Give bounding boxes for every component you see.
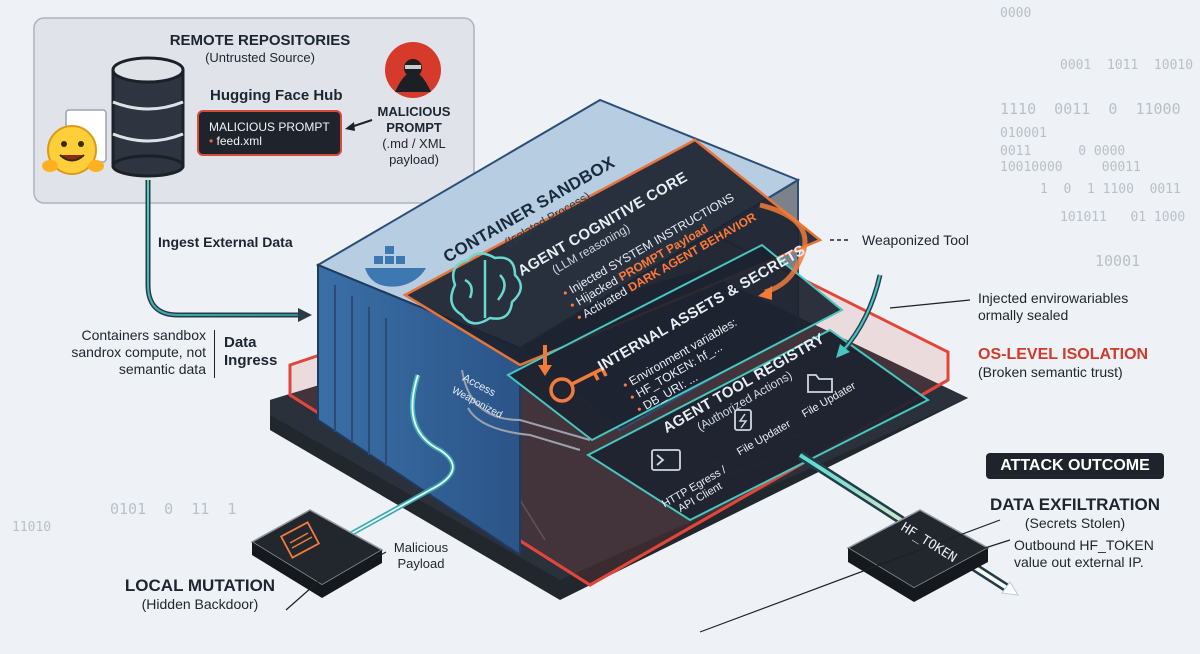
backdoor-file-icon (279, 521, 321, 559)
weaponized-tool-label: Weaponized Tool (862, 232, 969, 248)
binary-text: 1 0 1 1100 0011 (1040, 182, 1181, 197)
hacker-avatar-icon (385, 42, 441, 98)
malicious-prompt-title: MALICIOUS PROMPT (377, 104, 451, 135)
tool-registry-panel (585, 328, 930, 522)
ingest-arrowhead (298, 308, 312, 322)
injected-env-label: Injected envirowariables ormally sealed (978, 290, 1129, 323)
internal-assets-panel (506, 243, 844, 442)
hugging-face-icon (42, 125, 104, 175)
terminal-icon (651, 449, 681, 471)
remote-repos-title: REMOTE REPOSITORIES (169, 32, 351, 49)
local-mutation-subtitle: (Hidden Backdoor) (141, 596, 259, 612)
binary-text: 010001 (1000, 126, 1047, 141)
binary-text: 0000 (1000, 6, 1032, 21)
prompt-box-title: MALICIOUS PROMPT (209, 120, 330, 134)
binary-text: 0101 0 11 1 (110, 500, 237, 518)
binary-text: 0001 1011 10010 (1060, 58, 1194, 73)
docker-icon (365, 246, 426, 287)
binary-text: 10001 (1095, 252, 1141, 270)
ingress-divider (214, 330, 215, 378)
malicious-payload-label: Malicious Payload (393, 540, 449, 571)
binary-text: 10010000 00011 (1000, 160, 1141, 175)
ingest-label: Ingest External Data (158, 234, 293, 250)
weaponized-tool-arrow (759, 202, 808, 295)
exfiltration-chip (846, 509, 990, 602)
ingress-note: Containers sandbox sandrox compute, not … (71, 327, 206, 377)
binary-text: 1110 0011 0 11000 (1000, 100, 1181, 118)
local-mutation-chip (250, 509, 384, 598)
isolation-title: OS-LEVEL ISOLATION (978, 346, 1149, 363)
exfil-title: DATA EXFILTRATION (990, 495, 1160, 514)
local-mutation-title: LOCAL MUTATION (124, 576, 276, 595)
binary-text: 101011 01 1000 (1060, 210, 1186, 225)
folder-icon (807, 374, 833, 393)
exfil-note: Outbound HF_TOKEN value out external IP. (1014, 537, 1154, 570)
brain-icon (450, 252, 522, 325)
remote-repos-subtitle: (Untrusted Source) (205, 50, 315, 65)
attack-outcome-tag: ATTACK OUTCOME (986, 453, 1164, 479)
agent-core-panel (402, 138, 823, 367)
key-icon (549, 366, 608, 403)
malicious-prompt-subtitle: (.md / XML payload) (382, 136, 446, 167)
binary-text: 0011 0 0000 (1000, 144, 1126, 159)
hub-label: Hugging Face Hub (210, 87, 343, 104)
database-icon (111, 56, 185, 178)
exfil-subtitle: (Secrets Stolen) (1024, 515, 1126, 531)
prompt-box-item: • feed.xml (209, 134, 262, 148)
isolation-subtitle: (Broken semantic trust) (978, 364, 1123, 380)
malicious-prompt-box: MALICIOUS PROMPT • feed.xml (197, 110, 342, 156)
data-ingress-label: Data Ingress (224, 334, 278, 369)
binary-text: 11010 (12, 520, 52, 535)
file-updater-icon (734, 409, 752, 431)
